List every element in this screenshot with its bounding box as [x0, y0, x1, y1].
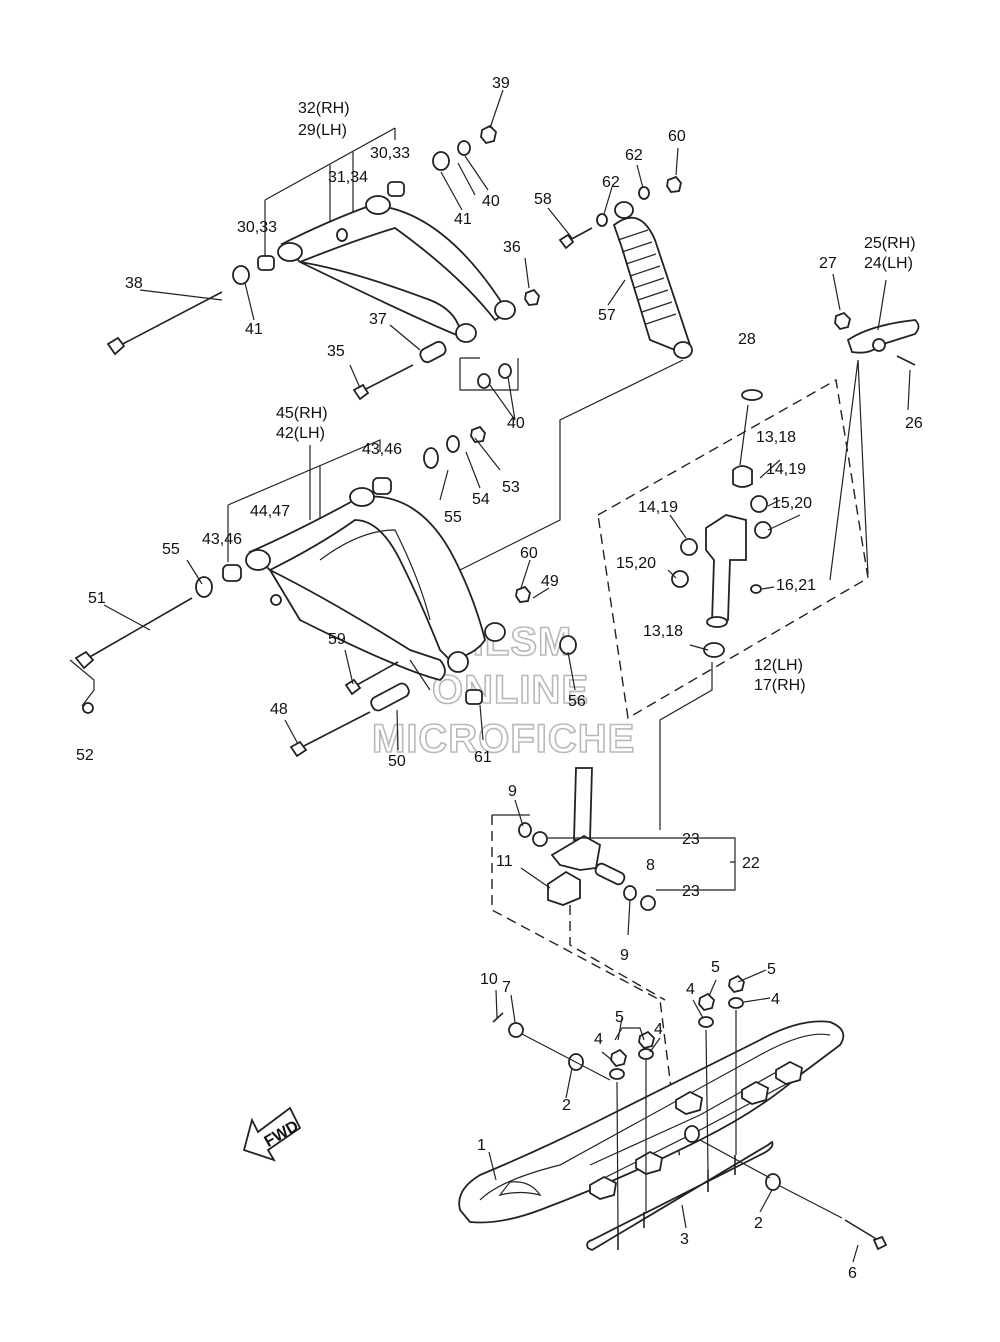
callout-57: 57 [598, 307, 616, 324]
callout-17rh: 17(RH) [754, 677, 806, 694]
callout-30-33-a: 30,33 [370, 145, 410, 162]
callout-40-a: 40 [482, 193, 500, 210]
callout-27: 27 [819, 255, 837, 272]
callout-50: 50 [388, 753, 406, 770]
callout-37: 37 [369, 311, 387, 328]
callout-55-a: 55 [444, 509, 462, 526]
callout-8: 8 [646, 857, 655, 874]
callout-32rh: 32(RH) [298, 100, 350, 117]
callout-14-19-a: 14,19 [766, 461, 806, 478]
watermark-line2: ONLINE [432, 668, 589, 712]
callout-labels: 39 32(RH) 29(LH) 30,33 31,34 30,33 41 40… [76, 75, 923, 1282]
callout-31-34: 31,34 [328, 169, 368, 186]
callout-15-20-b: 15,20 [616, 555, 656, 572]
callout-2-b: 2 [754, 1215, 763, 1232]
callout-13-18-a: 13,18 [756, 429, 796, 446]
watermark: HLSM ONLINE MICROFICHE [371, 619, 635, 762]
callout-60-b: 60 [520, 545, 538, 562]
callout-43-46-b: 43,46 [202, 531, 242, 548]
callout-30-33-b: 30,33 [237, 219, 277, 236]
callout-10: 10 [480, 971, 498, 988]
callout-54: 54 [472, 491, 490, 508]
callout-12lh: 12(LH) [754, 657, 803, 674]
callout-4-a: 4 [686, 981, 695, 998]
callout-26: 26 [905, 415, 923, 432]
callout-5-c: 5 [615, 1009, 624, 1026]
ski [458, 974, 888, 1252]
callout-38: 38 [125, 275, 143, 292]
steering-arm [829, 279, 920, 581]
callout-23-b: 23 [682, 883, 700, 900]
callout-3: 3 [680, 1231, 689, 1248]
callout-45rh: 45(RH) [276, 405, 328, 422]
callout-42lh: 42(LH) [276, 425, 325, 442]
leader-lines [103, 89, 911, 1263]
watermark-line3: MICROFICHE [372, 717, 635, 761]
callout-14-19-b: 14,19 [638, 499, 678, 516]
callout-56: 56 [568, 693, 586, 710]
upper-arm-group [106, 124, 540, 421]
shock-absorber [419, 175, 693, 591]
fwd-arrow-icon: FWD [242, 1106, 302, 1162]
callout-15-20-a: 15,20 [772, 495, 812, 512]
lower-arm-group [69, 425, 577, 758]
ski-spindle-group [491, 767, 736, 1161]
callout-41-b: 41 [245, 321, 263, 338]
callout-51: 51 [88, 590, 106, 607]
callout-35: 35 [327, 343, 345, 360]
callout-4-c: 4 [594, 1031, 603, 1048]
callout-58: 58 [534, 191, 552, 208]
callout-25rh: 25(RH) [864, 235, 916, 252]
callout-61: 61 [474, 749, 492, 766]
callout-40-b: 40 [507, 415, 525, 432]
callout-4-d: 4 [654, 1021, 663, 1038]
callout-9-a: 9 [508, 783, 517, 800]
callout-24lh: 24(LH) [864, 255, 913, 272]
callout-22: 22 [742, 855, 760, 872]
callout-16-21: 16,21 [776, 577, 816, 594]
callout-6: 6 [848, 1265, 857, 1282]
callout-62-b: 62 [625, 147, 643, 164]
callout-7: 7 [502, 979, 511, 996]
callout-11: 11 [496, 853, 513, 870]
callout-62-a: 62 [602, 174, 620, 191]
callout-53: 53 [502, 479, 520, 496]
callout-5-a: 5 [711, 959, 720, 976]
spindle-kit [597, 378, 869, 830]
callout-39: 39 [492, 75, 510, 92]
callout-43-46-a: 43,46 [362, 441, 402, 458]
callout-28: 28 [738, 331, 756, 348]
callout-4-b: 4 [771, 991, 780, 1008]
callout-13-18-b: 13,18 [643, 623, 683, 640]
callout-48: 48 [270, 701, 288, 718]
callout-29lh: 29(LH) [298, 122, 347, 139]
callout-2-a: 2 [562, 1097, 571, 1114]
callout-5-b: 5 [767, 961, 776, 978]
callout-52: 52 [76, 747, 94, 764]
callout-49: 49 [541, 573, 559, 590]
callout-23-a: 23 [682, 831, 700, 848]
callout-59: 59 [328, 631, 346, 648]
callout-60-a: 60 [668, 128, 686, 145]
callout-55-b: 55 [162, 541, 180, 558]
callout-36: 36 [503, 239, 521, 256]
callout-44-47: 44,47 [250, 503, 290, 520]
callout-1: 1 [477, 1137, 486, 1154]
callout-41-a: 41 [454, 211, 472, 228]
callout-9-b: 9 [620, 947, 629, 964]
